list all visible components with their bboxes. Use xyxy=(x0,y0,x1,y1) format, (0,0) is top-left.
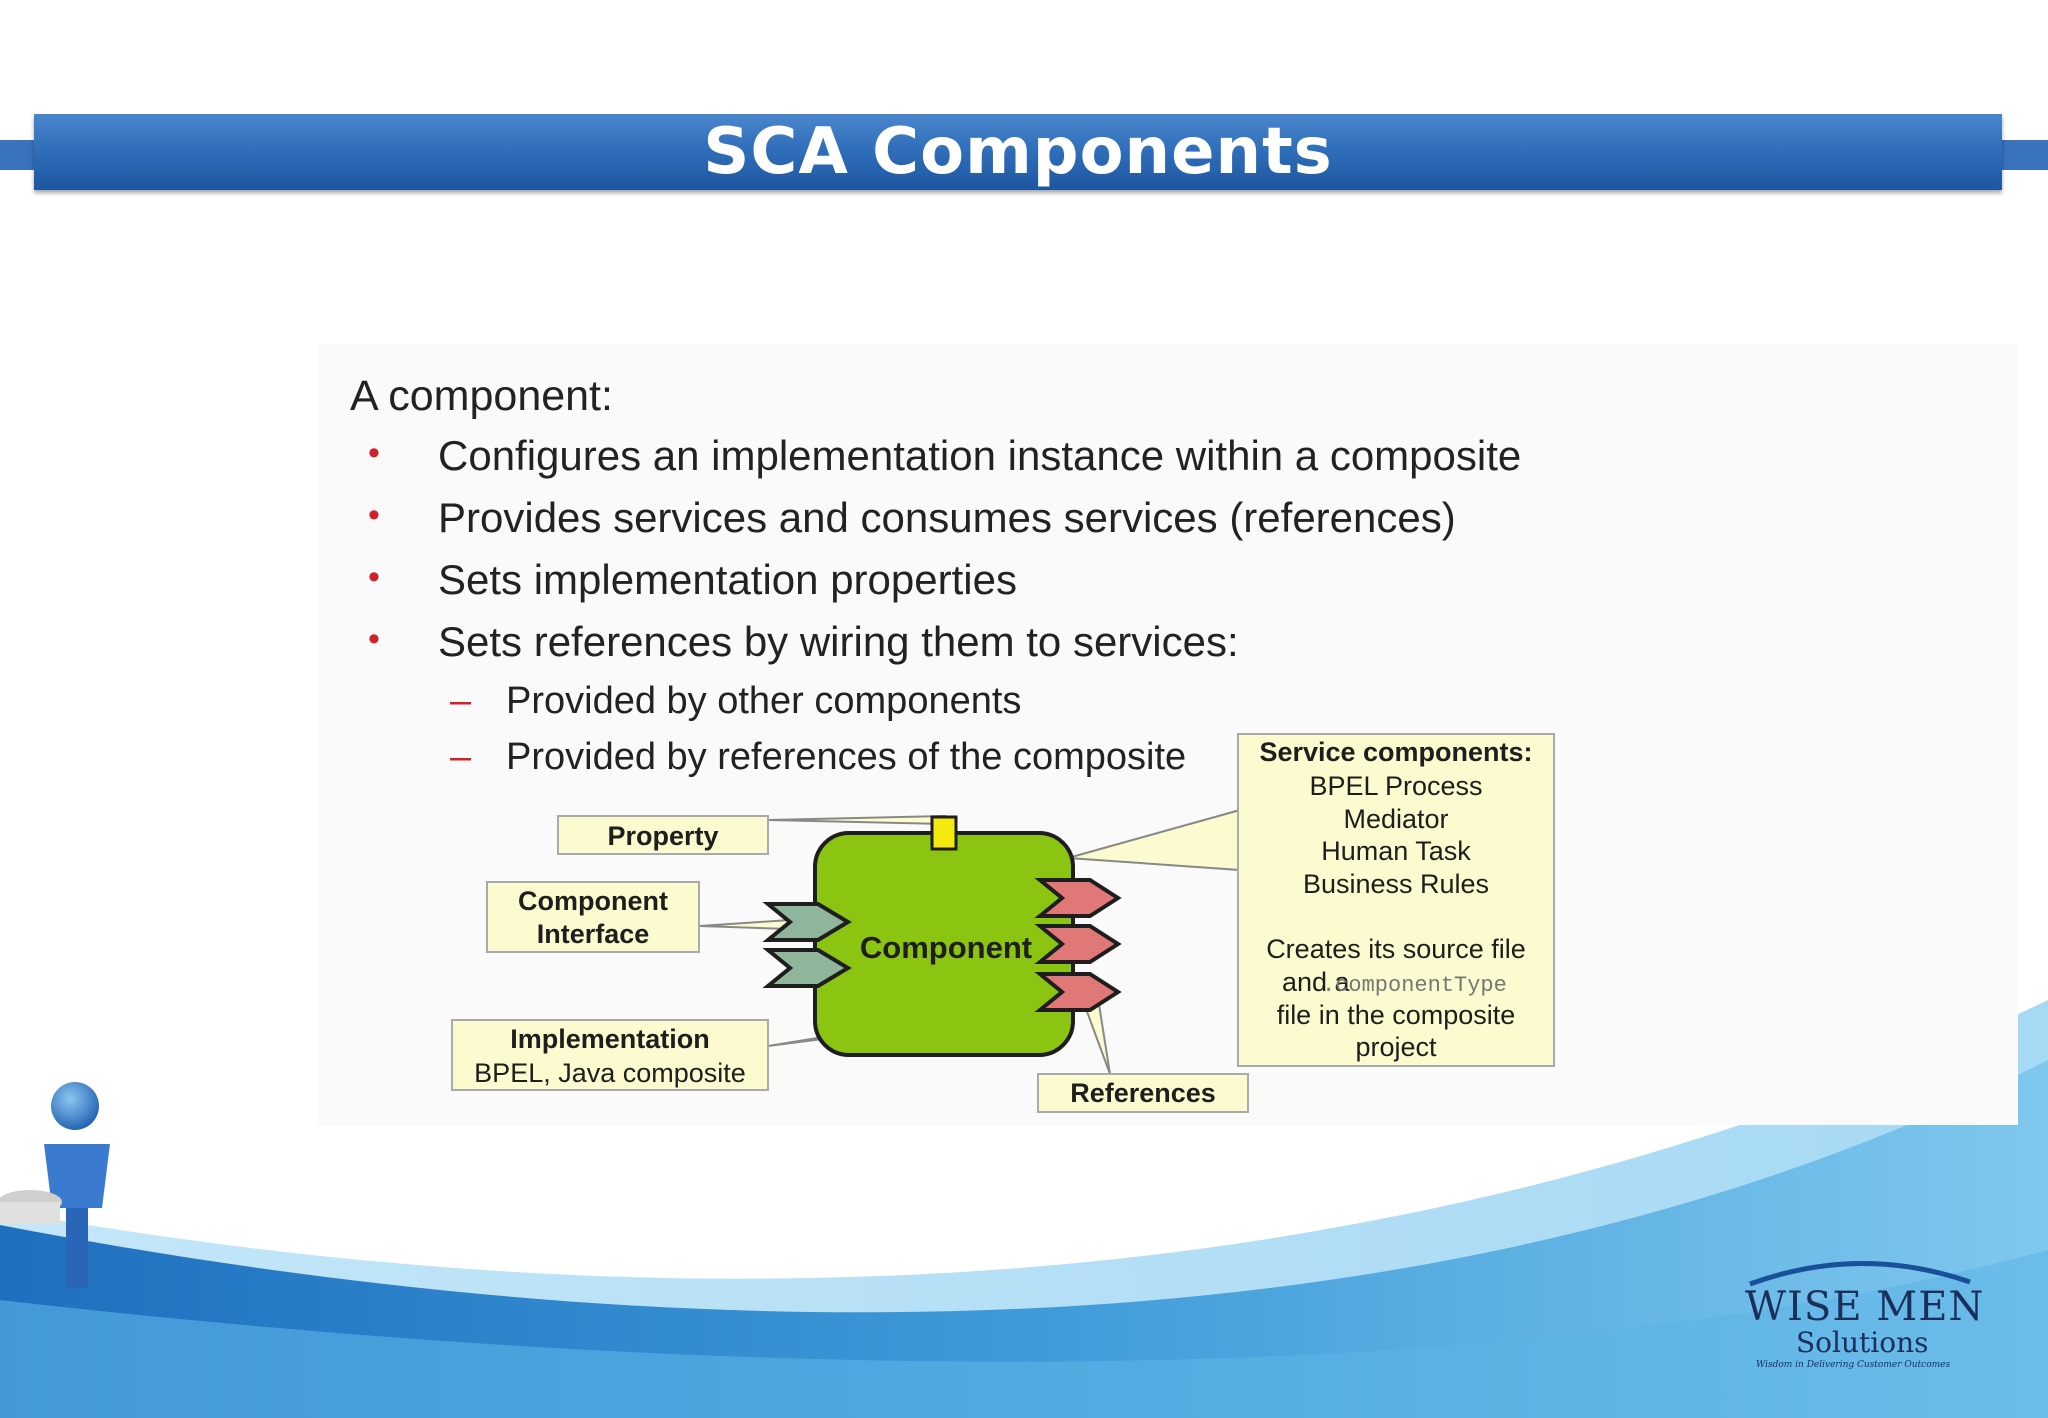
service-item: Business Rules xyxy=(1303,869,1489,899)
sub-bullet-marker: – xyxy=(450,680,472,722)
property-port xyxy=(930,815,958,851)
implementation-detail: BPEL, Java composite xyxy=(474,1058,746,1088)
interface-callout xyxy=(486,881,700,953)
bullet-text: Configures an implementation instance wi… xyxy=(438,432,1522,479)
service-item: BPEL Process xyxy=(1309,771,1482,801)
interface-label: Component xyxy=(518,886,668,916)
logo-arc xyxy=(1749,1261,1971,1287)
source-note: Creates its source file xyxy=(1266,934,1526,964)
reference-chevron xyxy=(1034,924,1122,964)
slide-title: SCA Components xyxy=(703,115,1333,189)
sub-bullet-marker: – xyxy=(450,736,472,778)
interface-chevron xyxy=(762,948,852,988)
implementation-callout xyxy=(451,1019,769,1091)
source-note-code: .componentType xyxy=(1322,973,1507,998)
reference-chevron xyxy=(1034,972,1122,1012)
references-callout xyxy=(1037,1073,1249,1113)
title-bar-tab-right xyxy=(1998,140,2048,170)
service-title: Service components: xyxy=(1259,737,1532,767)
source-note: project xyxy=(1355,1032,1437,1062)
sub-bullet-text: Provided by references of the composite xyxy=(506,736,1187,778)
title-bar: SCA Components xyxy=(34,114,2002,190)
title-bar-tab-left xyxy=(0,140,40,170)
service-leader xyxy=(1067,808,1241,872)
property-label: Property xyxy=(607,821,718,851)
service-item: Mediator xyxy=(1343,804,1448,834)
source-note-prefix: and a xyxy=(1282,967,1351,997)
bullet-marker: • xyxy=(368,558,380,596)
component-label: Component xyxy=(860,930,1032,965)
bullet-marker: • xyxy=(368,496,380,534)
property-callout xyxy=(557,815,769,855)
property-leader xyxy=(767,814,946,826)
logo-subtitle: Solutions xyxy=(1796,1326,1929,1359)
implementation-label: Implementation xyxy=(510,1024,710,1054)
bullet-text: Sets references by wiring them to servic… xyxy=(438,618,1239,665)
bullet-text: Sets implementation properties xyxy=(438,556,1017,603)
source-note: file in the composite xyxy=(1277,1000,1516,1030)
references-label: References xyxy=(1070,1078,1216,1108)
bullet-text: Provides services and consumes services … xyxy=(438,494,1456,541)
interface-chevron xyxy=(762,902,852,942)
service-callout xyxy=(1237,733,1555,1067)
sub-bullet-text: Provided by other components xyxy=(506,680,1022,722)
service-item: Human Task xyxy=(1321,836,1471,866)
company-logo: WISE MEN Solutions Wisdom in Delivering … xyxy=(1740,1248,1983,1378)
bullet-marker: • xyxy=(368,434,380,472)
reference-chevron xyxy=(1034,878,1122,918)
interface-label: Interface xyxy=(537,919,650,949)
logo-wordmark: WISE MEN xyxy=(1745,1284,1985,1330)
logo-tagline: Wisdom in Delivering Customer Outcomes xyxy=(1756,1360,1951,1370)
content-panel xyxy=(318,345,2018,1125)
bullet-marker: • xyxy=(368,620,380,658)
presenter-figure xyxy=(0,1082,110,1288)
intro-text: A component: xyxy=(350,372,613,420)
